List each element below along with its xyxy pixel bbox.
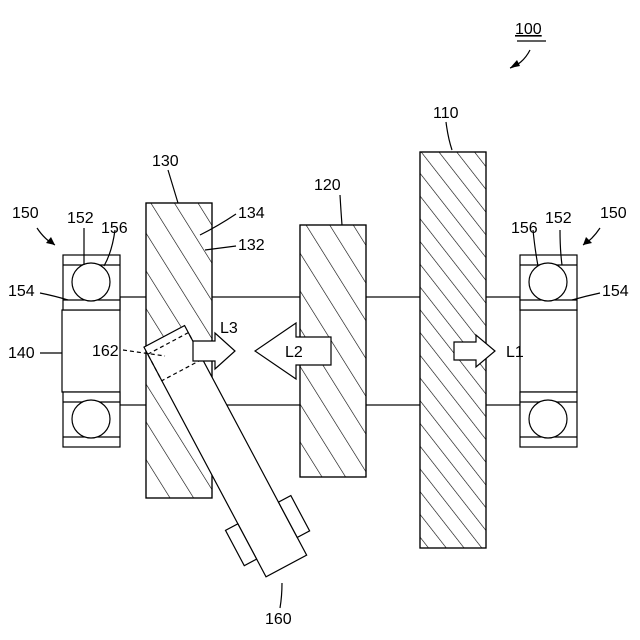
label-gear-middle: 120 bbox=[314, 177, 341, 194]
label-bearing-right: 150 bbox=[600, 205, 627, 222]
label-race-left: 156 bbox=[101, 220, 128, 237]
label-race-right: 156 bbox=[511, 220, 538, 237]
label-gear-left: 130 bbox=[152, 153, 179, 170]
label-shaft: 140 bbox=[8, 345, 35, 362]
label-tooth-outer: 134 bbox=[238, 205, 265, 222]
label-lever: 160 bbox=[265, 611, 292, 628]
label-housing-right: 154 bbox=[602, 283, 629, 300]
label-bearing-left: 150 bbox=[12, 205, 39, 222]
label-arrow-l1: L1 bbox=[506, 344, 524, 361]
label-pivot: 162 bbox=[92, 343, 119, 360]
label-assembly: 100 bbox=[515, 21, 542, 38]
label-gear-right: 110 bbox=[433, 105, 459, 122]
label-ball-right: 152 bbox=[545, 210, 572, 227]
label-tooth-inner: 132 bbox=[238, 237, 265, 254]
label-arrow-l2: L2 bbox=[285, 344, 303, 361]
label-housing-left: 154 bbox=[8, 283, 35, 300]
label-ball-left: 152 bbox=[67, 210, 94, 227]
label-arrow-l3: L3 bbox=[220, 320, 238, 337]
